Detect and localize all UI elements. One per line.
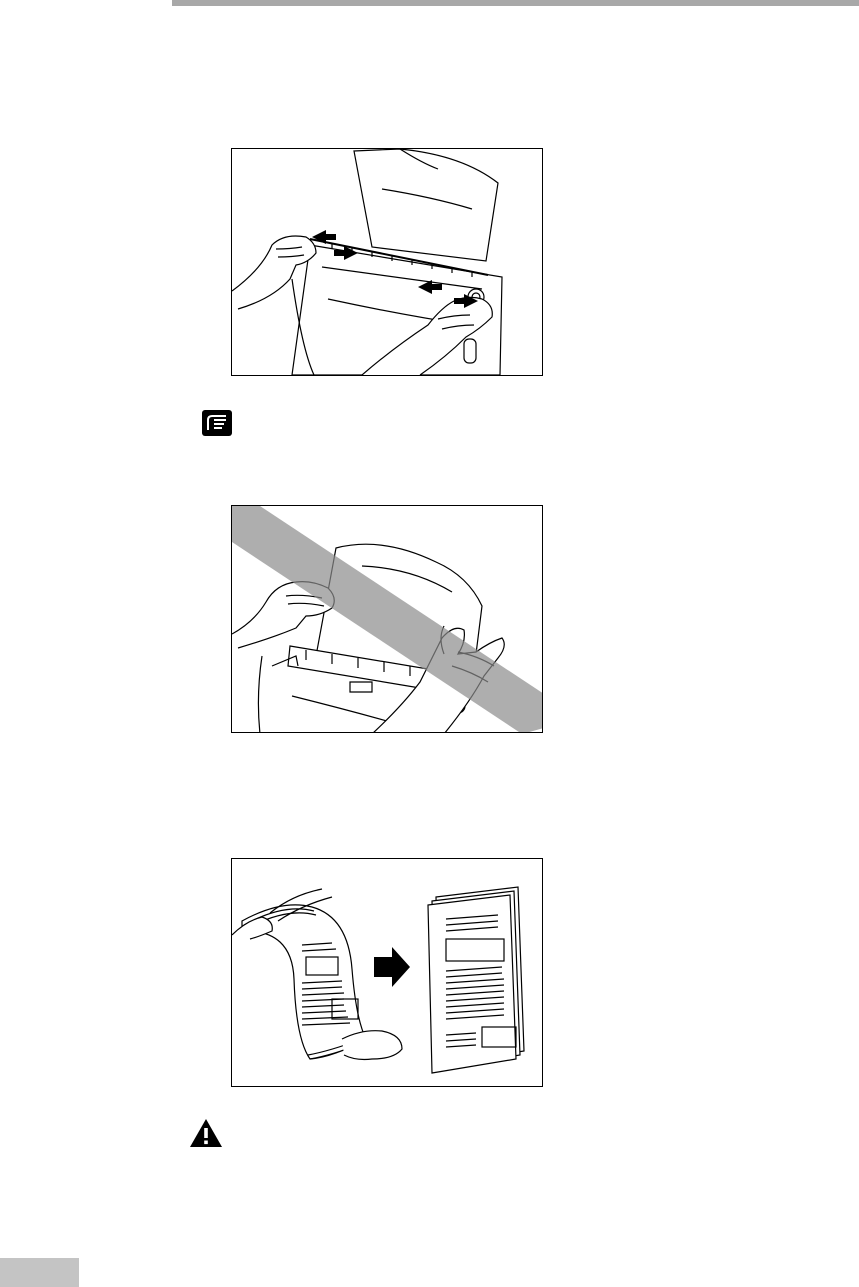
header-rule [172,0,859,6]
scanner-crossed-drawing [232,506,543,733]
pointing-hand-icon [202,410,232,436]
scanner-guides-drawing [232,149,543,376]
figure-fan-documents [231,858,543,1087]
figure-incorrect-handling [231,505,543,733]
figure-adjust-guides [231,148,543,376]
warning-triangle-icon [189,1118,223,1148]
paper-fanning-drawing [232,859,543,1087]
page-number-tab [0,1258,79,1287]
